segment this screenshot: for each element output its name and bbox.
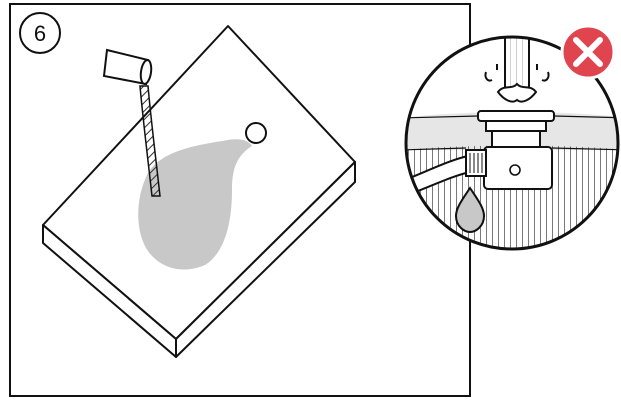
drain-hole-icon: [246, 123, 266, 143]
step-badge: 6: [20, 13, 60, 53]
step-number: 6: [34, 21, 46, 46]
cross-icon: [562, 26, 614, 78]
